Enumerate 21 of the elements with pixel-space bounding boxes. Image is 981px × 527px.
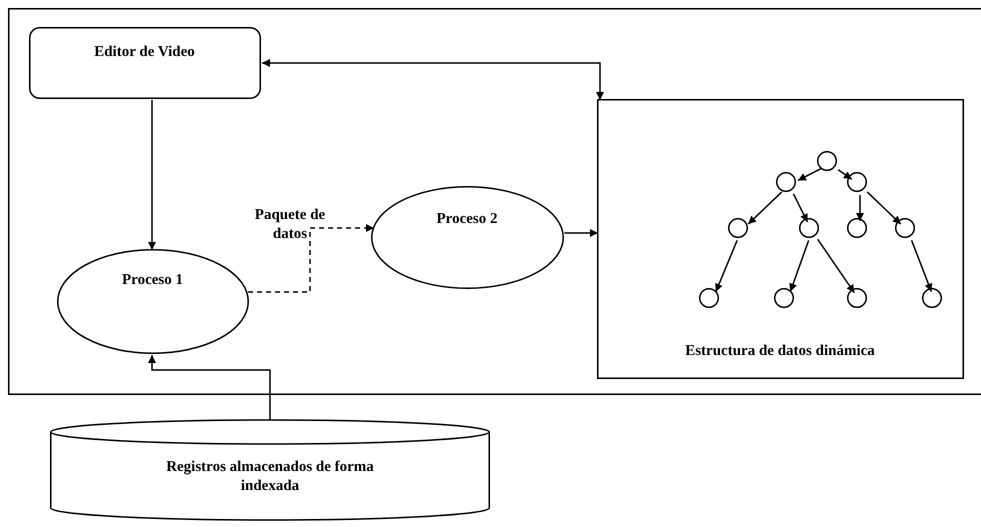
node-label: Editor de Video bbox=[93, 42, 196, 62]
node-label: Registros almacenados de forma indexada bbox=[165, 458, 375, 496]
arrow bbox=[262, 59, 604, 100]
arrow bbox=[866, 191, 902, 225]
arrow bbox=[715, 240, 738, 292]
node-label: Proceso 1 bbox=[121, 270, 184, 290]
arrow bbox=[148, 100, 156, 250]
node-label: Estructura de datos dinámica bbox=[684, 342, 876, 360]
arrow bbox=[910, 240, 932, 292]
edge-label: Paquete de datos bbox=[254, 206, 326, 244]
arrow bbox=[564, 229, 598, 237]
arrow bbox=[248, 224, 374, 293]
arrow bbox=[817, 238, 855, 294]
arrow bbox=[798, 168, 822, 182]
arrow bbox=[148, 355, 271, 420]
arrow bbox=[748, 191, 782, 225]
arrow bbox=[856, 195, 864, 221]
arrow bbox=[792, 194, 808, 222]
arrow bbox=[789, 240, 810, 292]
node-label: Proceso 2 bbox=[436, 210, 498, 228]
arrow bbox=[838, 169, 852, 180]
